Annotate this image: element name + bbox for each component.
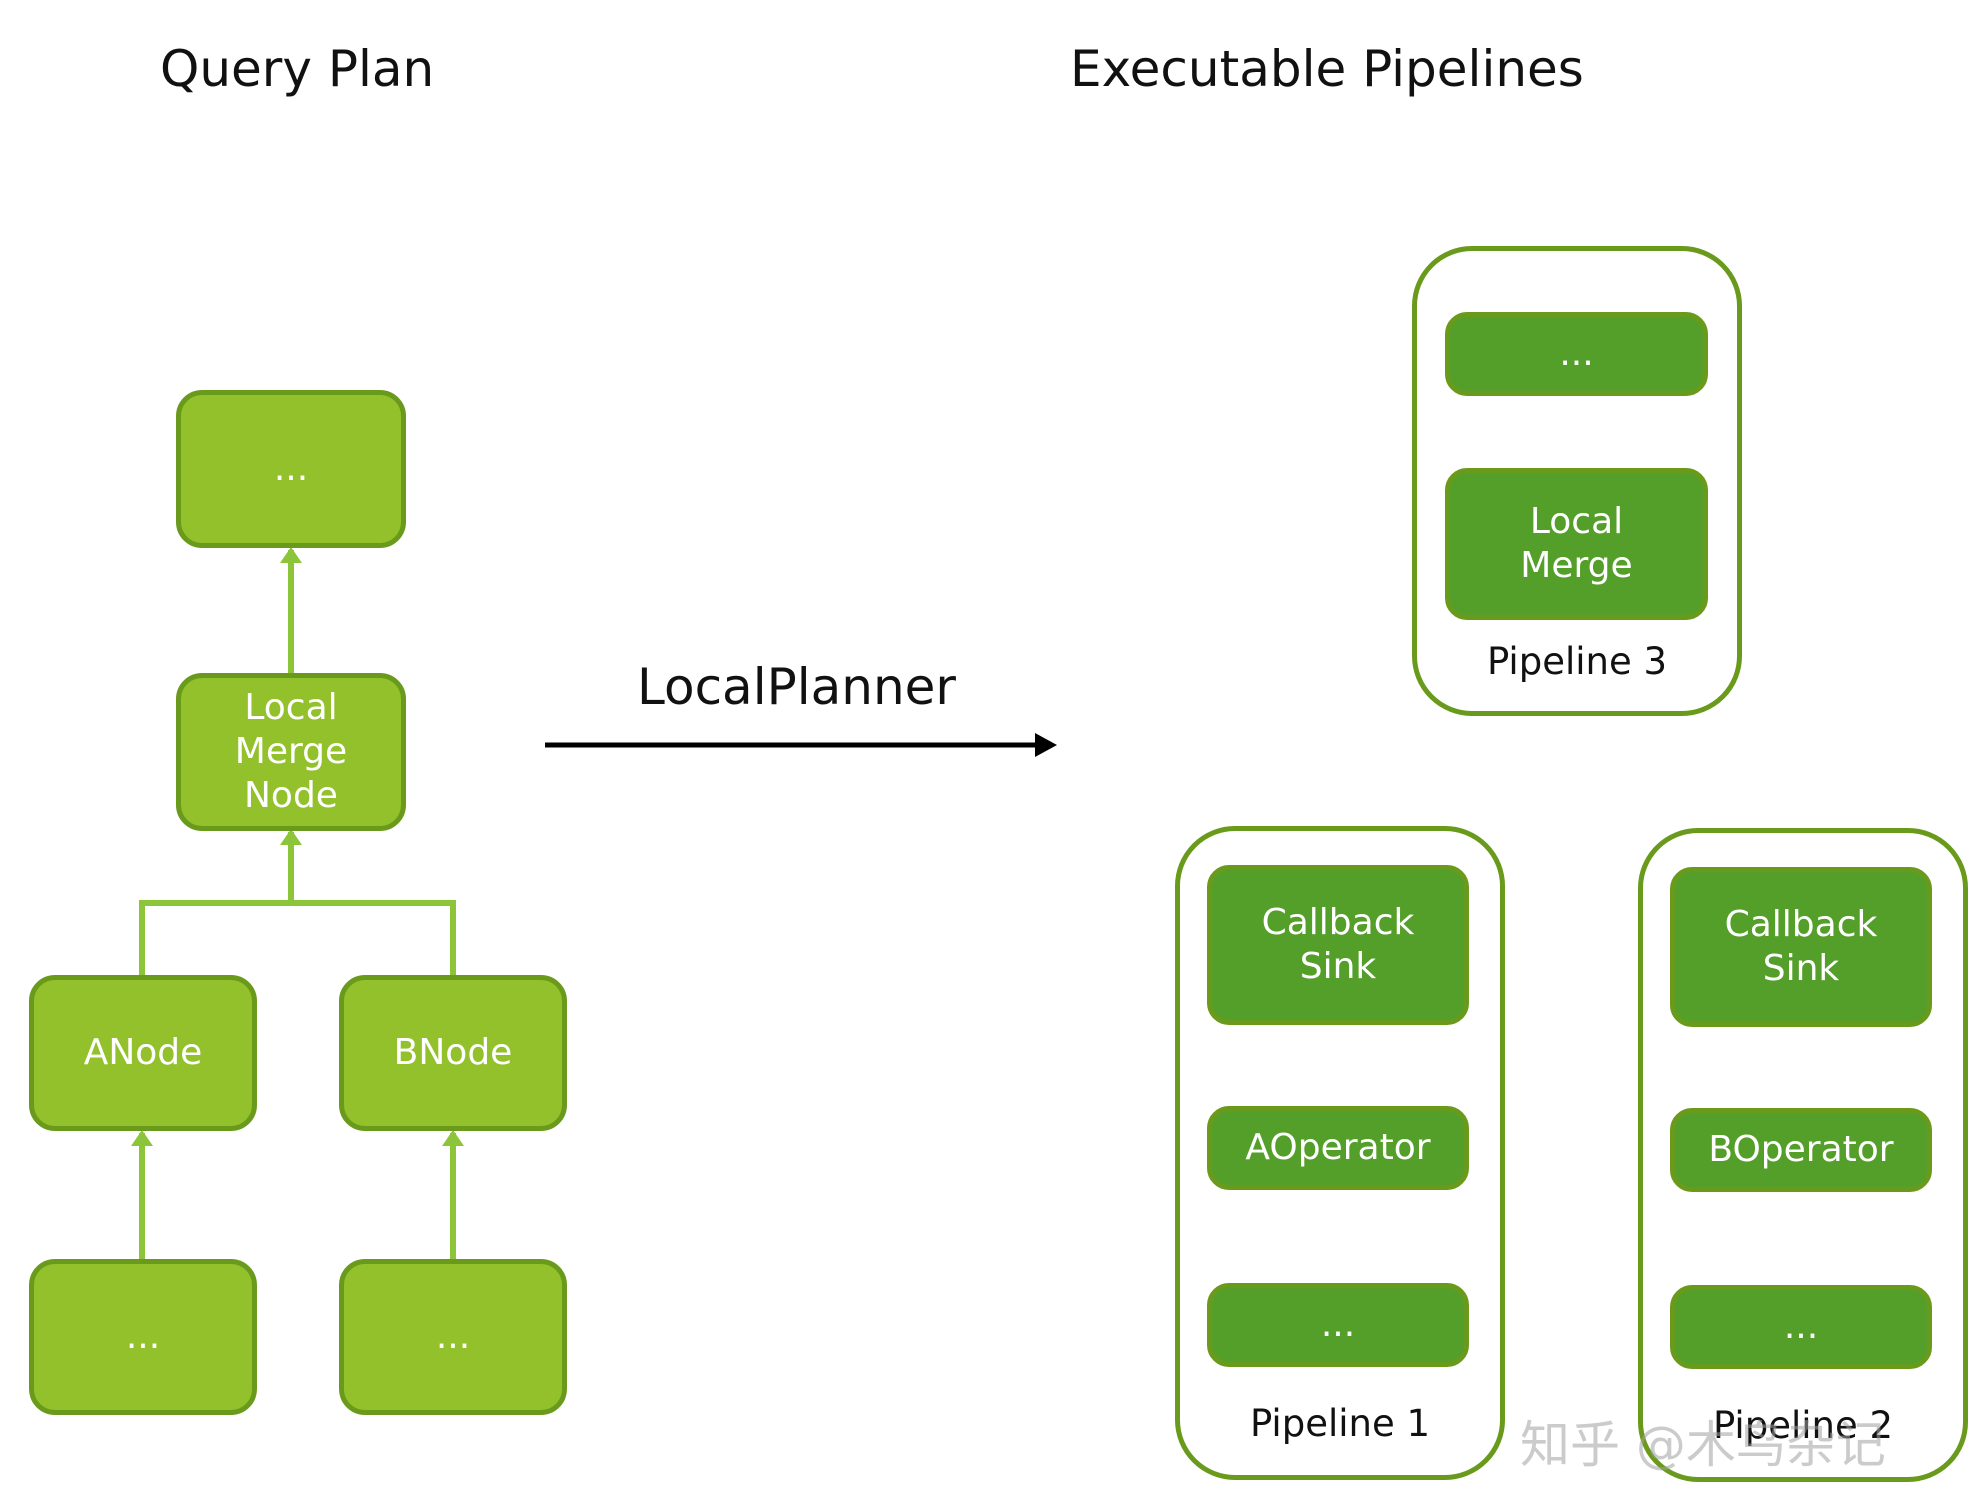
- arrowhead-anode: [131, 1130, 153, 1146]
- executable-pipelines-title: Executable Pipelines: [1070, 40, 1584, 98]
- arrowhead-top: [280, 547, 302, 563]
- local-merge-node: Local Merge Node: [176, 673, 406, 831]
- pipeline-2-label: Pipeline 2: [1712, 1404, 1894, 1447]
- pipeline-3-label: Pipeline 3: [1486, 640, 1668, 683]
- b-input-node: ...: [339, 1259, 567, 1415]
- a-node: ANode: [29, 975, 257, 1131]
- query-plan-top-node: ...: [176, 390, 406, 548]
- arrowhead-bnode: [442, 1130, 464, 1146]
- pipeline-3-local-merge: Local Merge: [1445, 468, 1708, 620]
- edge-anode-to-merge: [139, 900, 291, 975]
- pipeline-1-callback-sink: Callback Sink: [1207, 865, 1469, 1025]
- pipeline-1-a-operator: AOperator: [1207, 1106, 1469, 1190]
- query-plan-title: Query Plan: [160, 40, 435, 98]
- pipeline-2-callback-sink: Callback Sink: [1670, 867, 1932, 1027]
- pipeline-3-top-operator: ...: [1445, 312, 1708, 396]
- pipeline-1-label: Pipeline 1: [1249, 1402, 1431, 1445]
- planner-arrowhead: [1035, 733, 1057, 757]
- pipeline-1-source-operator: ...: [1207, 1283, 1469, 1367]
- arrowhead-merge: [280, 829, 302, 845]
- pipeline-2-b-operator: BOperator: [1670, 1108, 1932, 1192]
- b-node: BNode: [339, 975, 567, 1131]
- a-input-node: ...: [29, 1259, 257, 1415]
- watermark-text: 知乎 @木鸟杂记: [1520, 1416, 1886, 1474]
- edge-bnode-to-merge: [291, 900, 456, 975]
- local-planner-label: LocalPlanner: [637, 658, 956, 716]
- pipeline-2-source-operator: ...: [1670, 1285, 1932, 1369]
